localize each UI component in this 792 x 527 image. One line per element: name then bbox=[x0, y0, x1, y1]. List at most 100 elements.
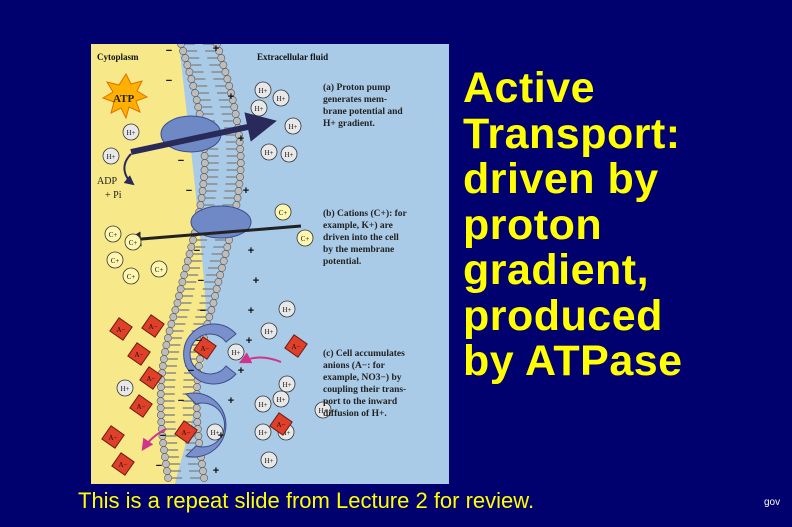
proton-label: H+ bbox=[264, 328, 273, 336]
proton-icon bbox=[254, 81, 272, 99]
lipid-head bbox=[175, 292, 183, 300]
lipid-head bbox=[197, 194, 206, 202]
lipid-head bbox=[234, 187, 243, 195]
membrane-charges: ++++++++++++−−−−−−−−−−−− bbox=[156, 44, 259, 477]
lipid-head bbox=[200, 166, 209, 174]
lipid-head bbox=[160, 446, 168, 454]
lipid-head bbox=[193, 383, 201, 391]
positive-charge: + bbox=[228, 91, 234, 103]
proton-ions: H+H+H+H+H+H+H+H+H+H+H+H+H+H+H+H+H+H+H+H+ bbox=[102, 81, 332, 469]
proton-label: H+ bbox=[258, 87, 267, 95]
lipid-head bbox=[185, 68, 194, 76]
lipid-head bbox=[162, 341, 171, 349]
lipid-head bbox=[162, 460, 170, 468]
positive-charge: + bbox=[238, 365, 244, 377]
lipid-head bbox=[183, 61, 192, 69]
proton-icon bbox=[116, 379, 134, 397]
title-line: gradient, bbox=[463, 246, 650, 294]
proton-label: H+ bbox=[106, 153, 115, 161]
lipid-head bbox=[179, 47, 188, 55]
lipid-head bbox=[156, 404, 165, 412]
proton-icon bbox=[254, 423, 272, 441]
proton-icon bbox=[122, 123, 140, 141]
cation-influx-arrow bbox=[126, 224, 302, 247]
proton-icon bbox=[206, 423, 224, 441]
lipid-head bbox=[231, 110, 240, 118]
proton-icon bbox=[260, 322, 278, 340]
adp-label: ADP bbox=[97, 176, 117, 187]
lipid-head bbox=[198, 187, 207, 195]
lipid-head bbox=[219, 257, 228, 265]
lipid-head bbox=[189, 82, 198, 90]
lipid-head bbox=[161, 453, 169, 461]
lipid-head bbox=[171, 306, 180, 314]
cation-label: C+ bbox=[301, 235, 310, 243]
cation-label: C+ bbox=[155, 266, 164, 274]
anion-icon bbox=[269, 412, 293, 436]
lipid-head bbox=[218, 264, 226, 272]
anion-icon bbox=[127, 342, 151, 366]
lipid-head bbox=[199, 467, 207, 475]
caption-a: (a) Proton pump generates mem- brane pot… bbox=[323, 82, 405, 129]
positive-charge: + bbox=[228, 395, 234, 407]
anion-label: A− bbox=[134, 351, 143, 359]
cation-label: C+ bbox=[109, 231, 118, 239]
cation-icon bbox=[274, 203, 292, 221]
lipid-head bbox=[187, 75, 196, 83]
cation-icon bbox=[296, 229, 314, 247]
lipid-head bbox=[161, 348, 169, 356]
lipid-head bbox=[177, 44, 185, 48]
title-line: Transport: bbox=[463, 109, 681, 158]
anion-icon bbox=[129, 394, 153, 418]
proton-icon bbox=[272, 390, 290, 408]
cation-ions: C+C+C+C+C+C+C+ bbox=[104, 203, 314, 285]
negative-charge: − bbox=[200, 305, 206, 317]
slide-footer: This is a repeat slide from Lecture 2 fo… bbox=[78, 488, 535, 513]
positive-charge: + bbox=[248, 245, 254, 257]
anion-label: A− bbox=[276, 421, 285, 429]
lipid-head bbox=[200, 152, 209, 160]
lipid-head bbox=[164, 334, 172, 342]
lipid-head bbox=[156, 397, 165, 405]
proton-icon bbox=[250, 99, 268, 117]
lipid-head bbox=[163, 467, 171, 475]
proton-label: H+ bbox=[126, 129, 135, 137]
anion-label: A− bbox=[148, 323, 157, 331]
lipid-head bbox=[198, 460, 206, 468]
proton-label: H+ bbox=[258, 429, 267, 437]
proton-icon bbox=[102, 147, 120, 165]
lipid-head bbox=[199, 180, 208, 188]
lipid-head bbox=[192, 404, 201, 412]
lipid-head bbox=[207, 306, 216, 314]
lipid-head bbox=[157, 383, 165, 391]
cation-icon bbox=[106, 251, 124, 269]
pi-label: + Pi bbox=[105, 190, 122, 201]
proton-label: H+ bbox=[258, 401, 267, 409]
lipid-head bbox=[211, 292, 219, 300]
proton-label: H+ bbox=[282, 306, 291, 314]
anion-icon bbox=[109, 317, 133, 341]
lipid-head bbox=[165, 327, 174, 335]
lipid-head bbox=[221, 250, 230, 258]
anion-label: A− bbox=[118, 461, 127, 469]
symporter-protein-lower bbox=[185, 392, 227, 458]
positive-charge: + bbox=[238, 133, 244, 145]
lipid-head bbox=[180, 271, 189, 279]
lipid-head bbox=[214, 278, 223, 286]
lipid-head bbox=[209, 299, 218, 307]
lipid-head bbox=[176, 285, 185, 293]
proton-icon bbox=[280, 145, 298, 163]
proton-icon bbox=[260, 143, 278, 161]
proton-icon bbox=[254, 395, 272, 413]
anion-icon bbox=[101, 425, 125, 449]
positive-charge: + bbox=[246, 335, 252, 347]
lipid-head bbox=[230, 103, 239, 111]
lipid-head bbox=[191, 89, 199, 97]
lipid-head bbox=[221, 68, 230, 76]
lipid-head bbox=[236, 145, 245, 153]
lipid-head bbox=[200, 173, 208, 181]
anion-label: A− bbox=[136, 403, 145, 411]
caption-b: (b) Cations (C+): for example, K+) are d… bbox=[323, 208, 409, 267]
caption-c: (c) Cell accumulates anions (A−: for exa… bbox=[323, 348, 409, 419]
